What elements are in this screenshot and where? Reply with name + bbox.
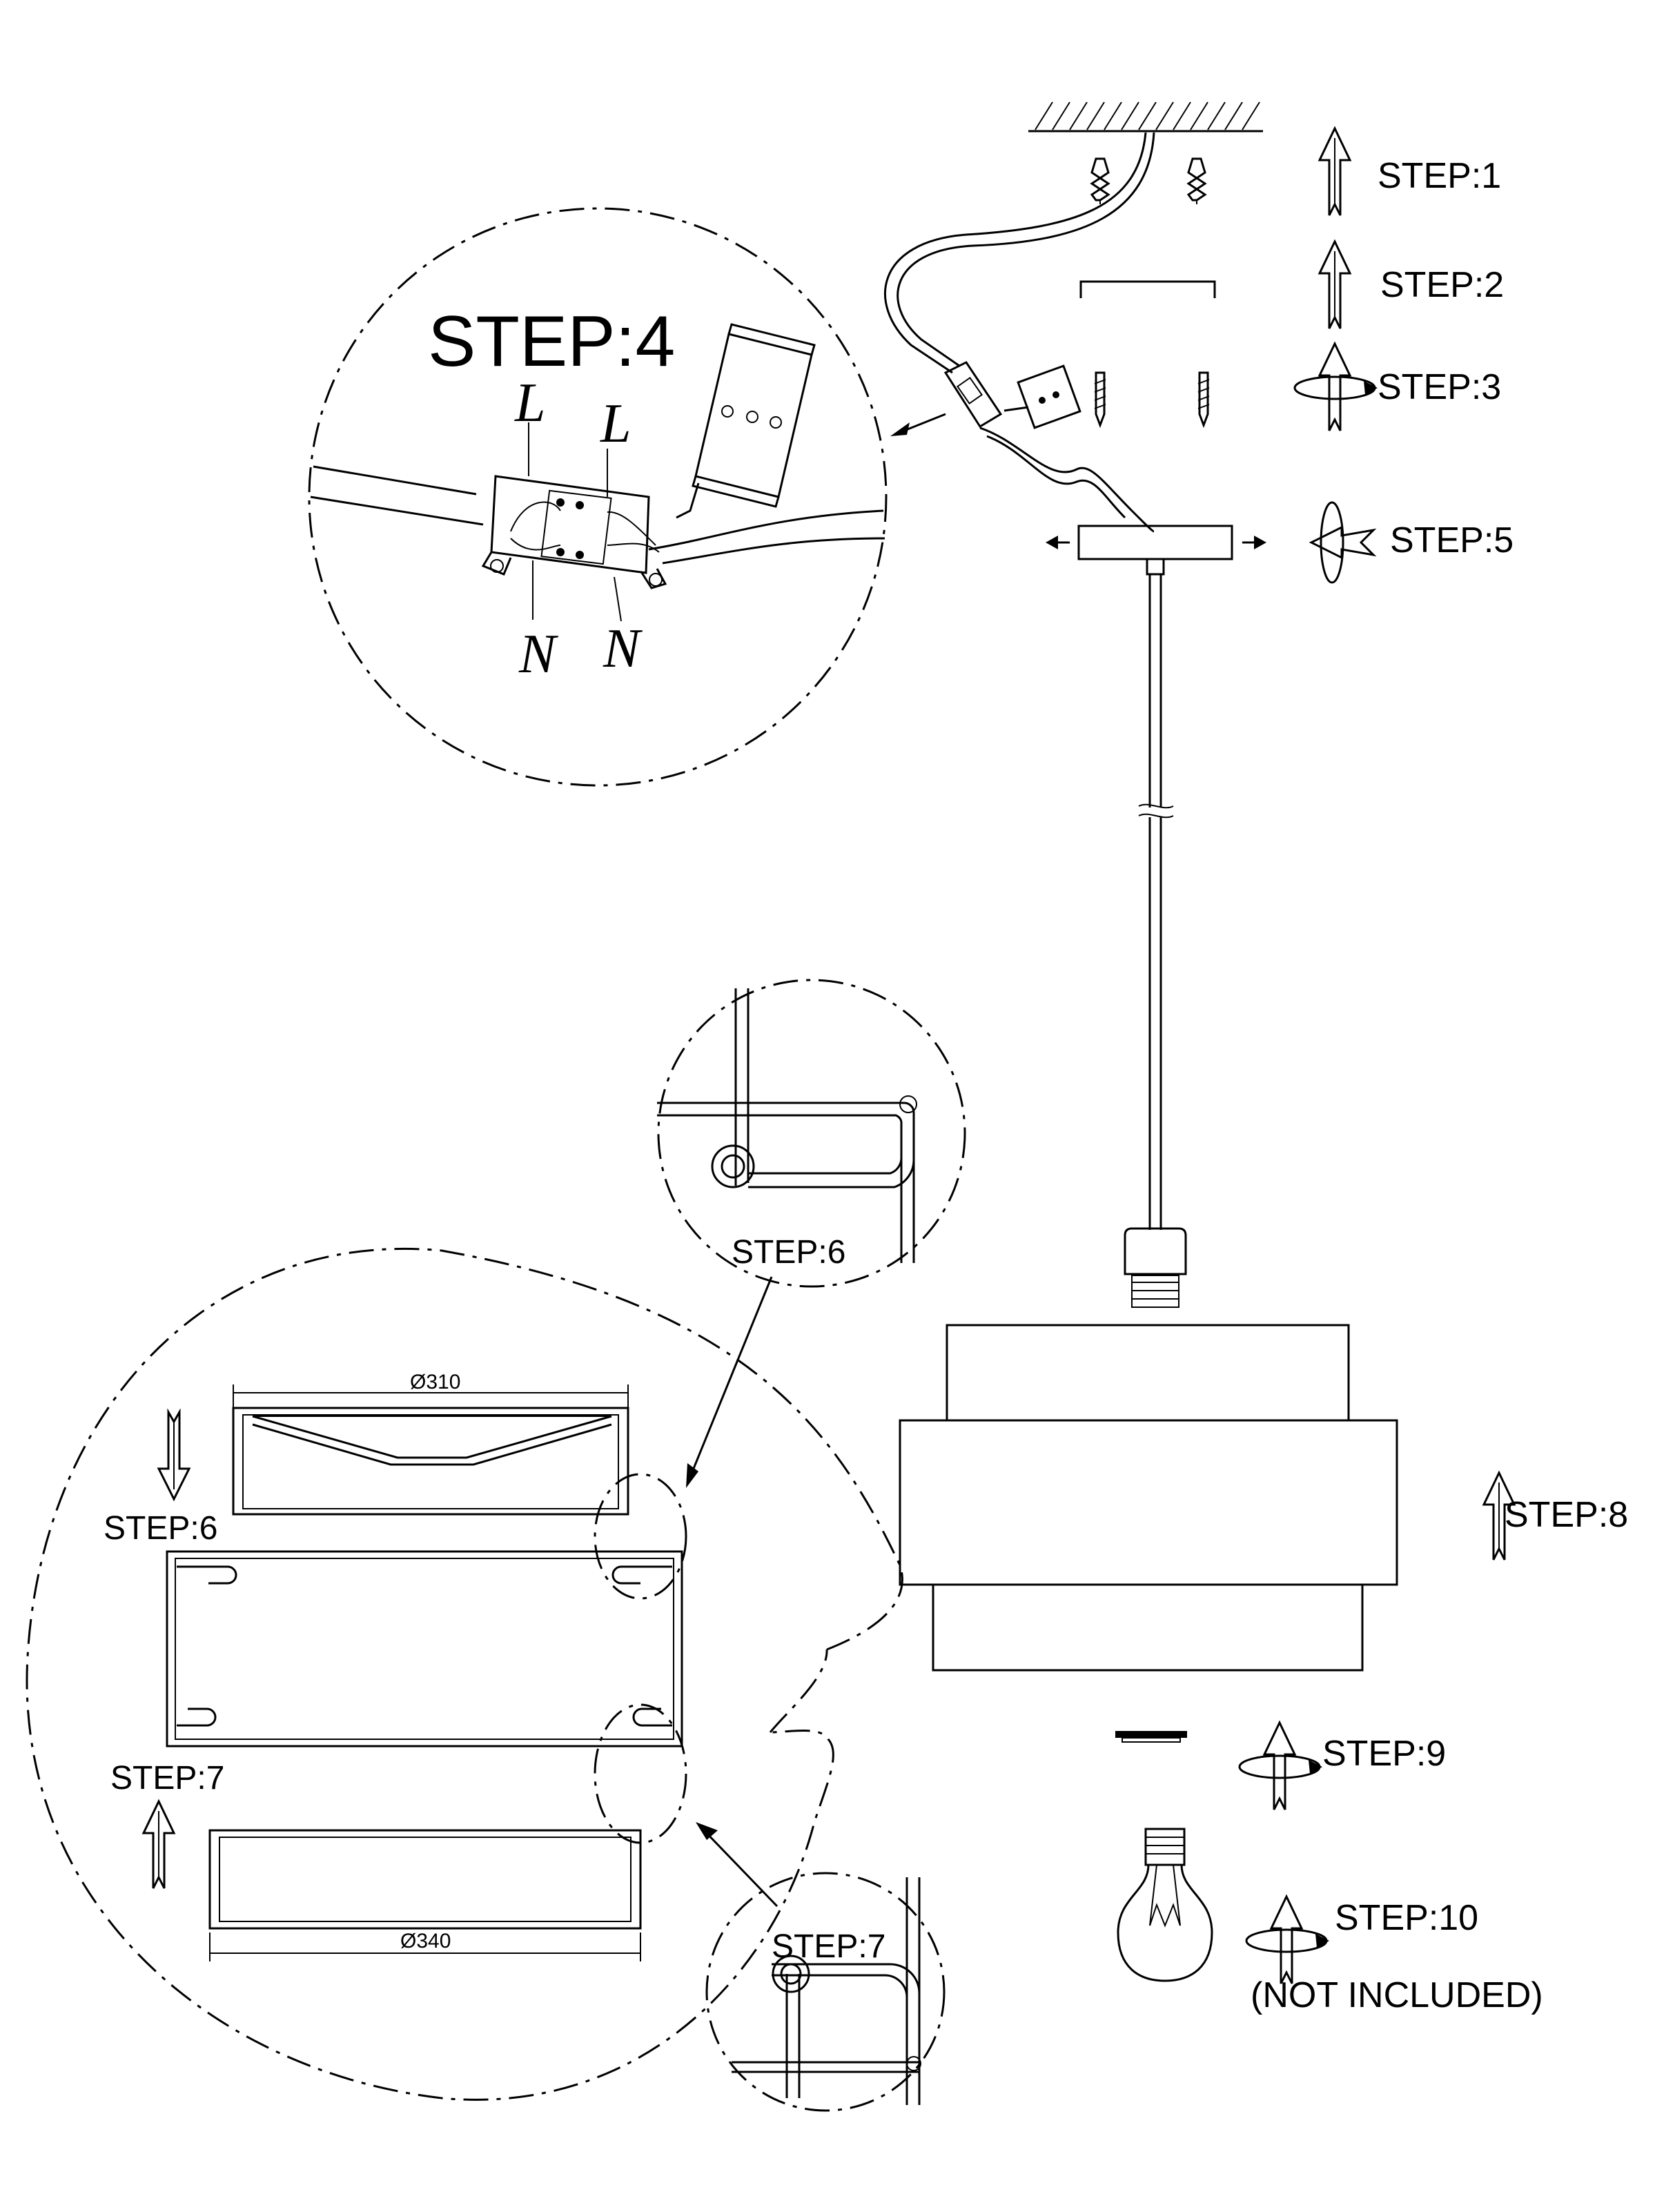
ring-hook-detail-circle-step6: STEP:6 [657, 979, 966, 1288]
live-wire-label-left: L [514, 373, 546, 433]
push-arrow-icon [1318, 126, 1352, 216]
wiring-detail-circle: STEP:4 L L N N [308, 207, 888, 787]
bottom-ring-diagram: Ø340 [208, 1829, 642, 1961]
neutral-wire-label-left: N [518, 624, 559, 685]
rotate-arrow-icon [1245, 1894, 1329, 1984]
step7-pointer [696, 1822, 778, 1908]
screw-icon [1094, 371, 1106, 429]
step1-label: STEP:1 [1378, 156, 1501, 196]
mounting-bracket-icon [1079, 280, 1216, 298]
push-arrow-icon [1318, 239, 1352, 329]
power-cable [884, 132, 1155, 533]
bottom-ring-diameter: Ø340 [400, 1930, 451, 1952]
step7-label: STEP:7 [110, 1760, 224, 1797]
step6-pointer [686, 1276, 773, 1488]
step10-label: STEP:10 [1335, 1898, 1478, 1938]
step4-pointer [890, 413, 946, 436]
ceiling-icon [1028, 101, 1263, 133]
rotate-arrow-icon [1309, 501, 1377, 584]
canopy-icon [1046, 525, 1266, 576]
top-ring-diameter: Ø310 [410, 1371, 460, 1393]
bulb-not-included-note: (NOT INCLUDED) [1251, 1975, 1543, 2015]
step4-label: STEP:4 [428, 302, 675, 382]
step3-label: STEP:3 [1378, 367, 1501, 407]
shade-assembly-circle [26, 1247, 903, 2101]
step8-label: STEP:8 [1505, 1495, 1628, 1535]
step6-detail-label: STEP:6 [732, 1234, 845, 1271]
live-wire-label-right: L [600, 393, 631, 454]
ring-hook-detail-circle-step7: STEP:7 [705, 1872, 946, 2112]
step6-label: STEP:6 [104, 1510, 217, 1547]
rotate-arrow-icon [1238, 1720, 1322, 1810]
step7-detail-label: STEP:7 [772, 1928, 885, 1965]
push-arrow-icon [141, 1799, 176, 1889]
shade-frame-diagram [166, 1473, 687, 1844]
shade-ring-icon [1115, 1731, 1187, 1743]
top-ring-diagram: Ø310 [232, 1371, 629, 1516]
lampshade-icon [899, 1324, 1398, 1672]
push-arrow-icon [1482, 1470, 1516, 1560]
push-arrow-icon [157, 1408, 191, 1502]
rotate-arrow-icon [1293, 341, 1378, 431]
step5-label: STEP:5 [1390, 520, 1514, 560]
light-bulb-icon [1117, 1828, 1213, 1982]
wall-anchor-icon [1090, 157, 1110, 204]
step2-label: STEP:2 [1380, 265, 1504, 305]
step9-label: STEP:9 [1322, 1734, 1446, 1774]
wall-anchor-icon [1186, 157, 1207, 204]
screw-icon [1197, 371, 1210, 429]
suspension-cord [1138, 574, 1174, 1230]
lamp-socket-icon [1124, 1227, 1187, 1308]
neutral-wire-label-right: N [603, 618, 643, 679]
terminal-block-icon [943, 361, 1081, 429]
